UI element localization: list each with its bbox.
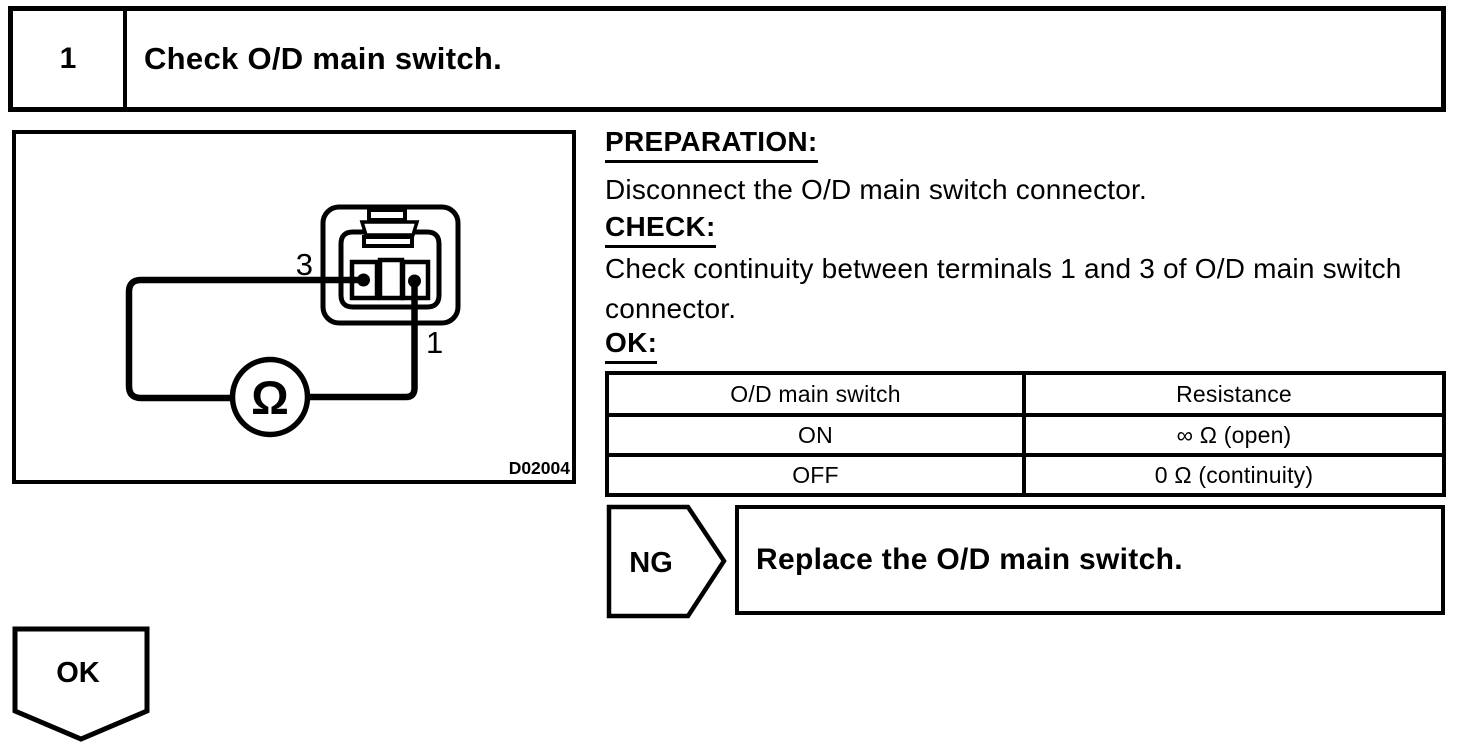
- ok-label: OK: [56, 657, 100, 689]
- step-number: 1: [13, 11, 127, 107]
- connector-outline: [320, 204, 461, 326]
- table-row: OFF 0 Ω (continuity): [605, 453, 1446, 497]
- cell-resistance-value: 0 Ω (continuity): [1022, 453, 1446, 497]
- preparation-heading-text: PREPARATION:: [605, 126, 818, 163]
- ng-arrow: NG: [606, 504, 727, 619]
- step-header: 1 Check O/D main switch.: [8, 6, 1446, 112]
- ng-label: NG: [629, 547, 673, 579]
- test-lead-terminal-3: [125, 276, 364, 402]
- terminal-cavity-middle: [377, 257, 405, 301]
- table-row: ON ∞ Ω (open): [605, 413, 1446, 457]
- cell-switch-state: OFF: [605, 453, 1026, 497]
- check-heading: CHECK:: [605, 211, 716, 248]
- terminal-3-label: 3: [296, 247, 313, 282]
- terminal-1-label: 1: [426, 325, 443, 360]
- terminal-pin-3: [357, 273, 370, 287]
- connector-tab-detail: [359, 220, 420, 237]
- diagram-box: Ω 3 1 D02004: [12, 130, 576, 484]
- check-text: Check continuity between terminals 1 and…: [605, 253, 1402, 324]
- connector-tab: [367, 208, 407, 222]
- ok-arrow: OK: [12, 626, 150, 742]
- cell-resistance-value: ∞ Ω (open): [1022, 413, 1446, 457]
- column-header-switch: O/D main switch: [605, 371, 1026, 417]
- step-title: Check O/D main switch.: [144, 41, 503, 76]
- figure-code: D02004: [509, 458, 571, 478]
- ohmmeter-circle: [229, 356, 311, 438]
- preparation-heading: PREPARATION:: [605, 126, 818, 163]
- table-header-row: O/D main switch Resistance: [605, 371, 1446, 417]
- test-lead-terminal-1: [306, 284, 418, 401]
- ok-heading: OK:: [605, 327, 658, 364]
- ok-heading-text: OK:: [605, 327, 658, 364]
- ng-action-box: Replace the O/D main switch.: [735, 505, 1445, 615]
- ng-pentagon-shape: [606, 504, 727, 619]
- ohmmeter-symbol: Ω: [251, 371, 289, 424]
- column-header-resistance: Resistance: [1022, 371, 1446, 417]
- check-heading-text: CHECK:: [605, 211, 716, 248]
- cell-switch-state: ON: [605, 413, 1026, 457]
- connector-tab-detail: [362, 235, 414, 248]
- ok-pentagon-shape: [12, 626, 150, 742]
- resistance-table: O/D main switch Resistance ON ∞ Ω (open)…: [605, 371, 1446, 497]
- preparation-text: Disconnect the O/D main switch connector…: [605, 174, 1147, 205]
- connector-inner-wall: [338, 229, 442, 310]
- terminal-pin-1: [408, 274, 421, 288]
- connector-circuit-diagram: Ω 3 1 D02004: [125, 204, 571, 478]
